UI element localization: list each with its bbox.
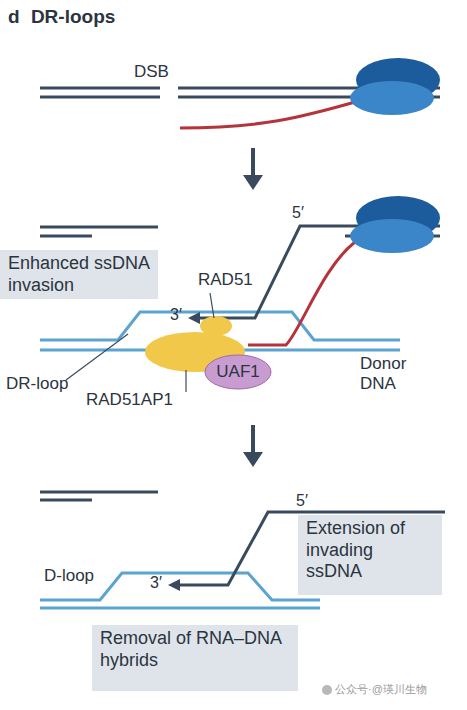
part-label: RAD51 [198, 270, 253, 290]
uaf1-protein: UAF1 [204, 354, 272, 390]
part-label: DSB [134, 62, 169, 82]
figure-title: d DR-loops [8, 6, 115, 28]
ellipse-shape [205, 355, 271, 389]
step-note-box: Removal of RNA–DNA hybrids [92, 625, 298, 691]
rna-polymerase [350, 196, 440, 253]
watermark: 公众号·@瑛川生物 [335, 683, 427, 696]
part-label: RAD51AP1 [86, 390, 173, 410]
rna-polymerase [350, 58, 440, 115]
step-arrow [243, 148, 263, 190]
step-arrow [243, 425, 263, 467]
part-label: Donor DNA [360, 354, 440, 393]
step-note-box: Extension of invading ssDNA [298, 515, 442, 595]
rad51-protein [200, 316, 232, 336]
part-label: 5′ [292, 204, 304, 222]
leader-line [66, 293, 214, 392]
part-label: DR-loop [6, 374, 68, 394]
node-text: Removal of RNA–DNA hybrids [100, 628, 290, 671]
step-note-box: Enhanced ssDNA invasion [0, 250, 158, 299]
node-text: UAF1 [216, 362, 259, 382]
part-label: D-loop [44, 566, 94, 586]
rna-strand [248, 242, 355, 345]
rna-strand [180, 100, 362, 128]
part-label: 5′ [296, 492, 308, 510]
part-label: 3′ [170, 306, 182, 324]
part-label: 3′ [150, 574, 162, 592]
watermark-icon [322, 685, 332, 695]
node-text: Enhanced ssDNA invasion [8, 253, 150, 296]
resected-end [40, 492, 158, 500]
node-text: Extension of invading ssDNA [306, 518, 434, 583]
